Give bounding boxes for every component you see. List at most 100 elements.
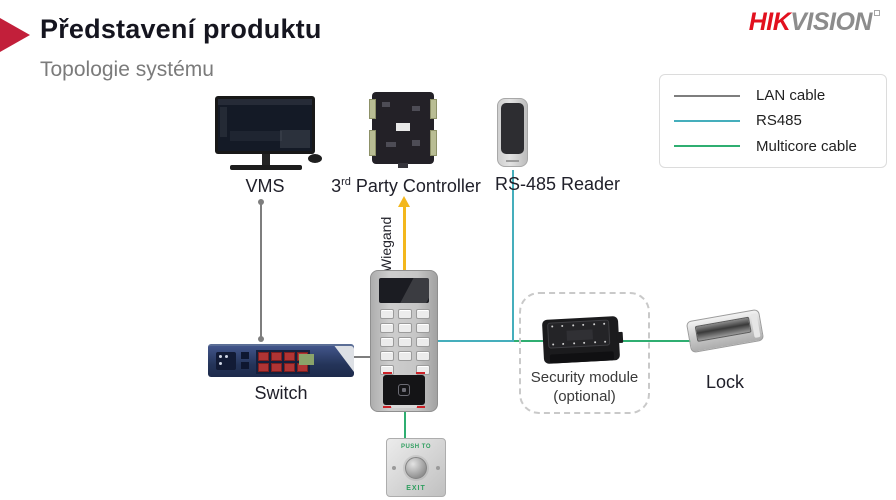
switch-port (271, 352, 282, 361)
controller-chip (396, 123, 410, 131)
title-arrow-icon (0, 18, 30, 52)
keypad-key (416, 309, 430, 319)
legend-label: LAN cable (756, 87, 826, 105)
controller-label-rest: Party Controller (355, 176, 481, 196)
reader-label: RS-485 Reader (494, 174, 621, 194)
logo-part-gray: VISION (790, 8, 872, 36)
exit-plate-bottom-text: EXIT (406, 485, 426, 492)
keypad-key (380, 351, 394, 361)
network-switch (208, 344, 354, 377)
magnetic-lock (685, 308, 765, 354)
security-module-optional-box (519, 292, 650, 414)
cable-legend: LAN cable RS485 Multicore cable (659, 74, 887, 168)
security-module-notch (616, 331, 624, 344)
screw-icon (392, 465, 396, 470)
red-corner-mark (383, 372, 392, 374)
switch-port (284, 363, 295, 372)
controller-component (412, 106, 420, 111)
red-corner-mark (383, 406, 392, 408)
page-title: Představení produktu (40, 14, 322, 44)
controller-component (412, 140, 420, 146)
lan-line-vms-switch (260, 203, 262, 339)
terminal-block (430, 130, 437, 156)
exit-button-plate: PUSH TO EXIT (386, 438, 446, 497)
security-module-label-line2: (optional) (553, 388, 616, 405)
exit-plate-top-text: PUSH TO (400, 444, 432, 450)
vms-screen-sidebar (220, 107, 227, 137)
lan-line-switch-terminal (352, 356, 372, 358)
vms-monitor (215, 96, 317, 170)
access-control-terminal (370, 270, 438, 412)
card-reader-area (383, 372, 425, 408)
terminal-keypad (380, 309, 430, 375)
page-subtitle: Topologie systému (40, 58, 214, 81)
lock-end-cap (750, 313, 761, 338)
keypad-key (380, 323, 394, 333)
controller-component (386, 142, 396, 147)
switch-port (258, 363, 269, 372)
security-module-top (547, 319, 611, 349)
keypad-key-call (416, 365, 430, 375)
hikvision-logo: HIKVISION (749, 8, 880, 37)
controller-label: 3rd Party Controller (331, 176, 481, 197)
keypad-key (398, 323, 412, 333)
security-module-label: Security module (optional) (519, 368, 650, 406)
logo-part-red: HIK (748, 8, 791, 36)
controller-component (382, 102, 390, 107)
lan-cable-swatch (674, 94, 740, 97)
vms-screen-topbar (218, 99, 312, 105)
wiegand-arrow-head-icon (398, 196, 410, 207)
keypad-key (380, 309, 394, 319)
vms-screen-panel (230, 131, 282, 141)
reader-face (501, 103, 524, 154)
terminal-block (369, 99, 376, 119)
vms-screen-panel (280, 130, 310, 148)
keypad-key (380, 365, 394, 375)
keypad-key (416, 323, 430, 333)
legend-label: Multicore cable (756, 137, 857, 155)
vms-label: VMS (245, 176, 285, 196)
legend-item-lan: LAN cable (674, 87, 872, 104)
vms-stand (262, 154, 270, 165)
vms-bezel (215, 96, 315, 154)
rs485-reader (497, 98, 528, 167)
switch-wedge (334, 346, 354, 372)
switch-uplink-port (241, 362, 249, 369)
contactless-icon (398, 384, 410, 396)
registered-mark-icon (874, 10, 880, 16)
terminal-brand-mark (391, 405, 417, 408)
legend-label: RS485 (756, 112, 802, 130)
third-party-controller (369, 92, 437, 168)
reader-brand-mark (506, 160, 519, 162)
switch-label: Switch (254, 383, 308, 403)
keypad-key (398, 309, 412, 319)
lan-line-endpoint-top (258, 199, 264, 205)
multicore-swatch (674, 145, 740, 148)
controller-usb-port (398, 163, 408, 168)
security-module-device (541, 316, 624, 364)
keypad-key (380, 337, 394, 347)
mouse-icon (308, 154, 322, 163)
security-module-label-area (566, 329, 593, 341)
switch-port (284, 352, 295, 361)
vms-base (230, 165, 302, 170)
wiegand-arrow-line (403, 206, 406, 271)
controller-label-num: 3 (331, 176, 342, 196)
keypad-key (416, 337, 430, 347)
vms-screen (218, 99, 312, 151)
keypad-key (398, 351, 412, 361)
controller-label-sup: rd (341, 176, 351, 188)
rs485-swatch (674, 119, 740, 122)
screw-icon (436, 465, 440, 470)
exit-push-button (405, 456, 427, 479)
terminal-screen (379, 278, 429, 303)
lan-line-endpoint-bottom (258, 336, 264, 342)
lock-label: Lock (705, 372, 745, 392)
switch-uplink-port (241, 352, 249, 359)
security-module-label-line1: Security module (530, 369, 639, 386)
red-corner-mark (416, 406, 425, 408)
switch-sticker (299, 354, 314, 365)
wiegand-label: Wiegand (378, 216, 394, 272)
legend-item-multicore: Multicore cable (674, 138, 872, 155)
